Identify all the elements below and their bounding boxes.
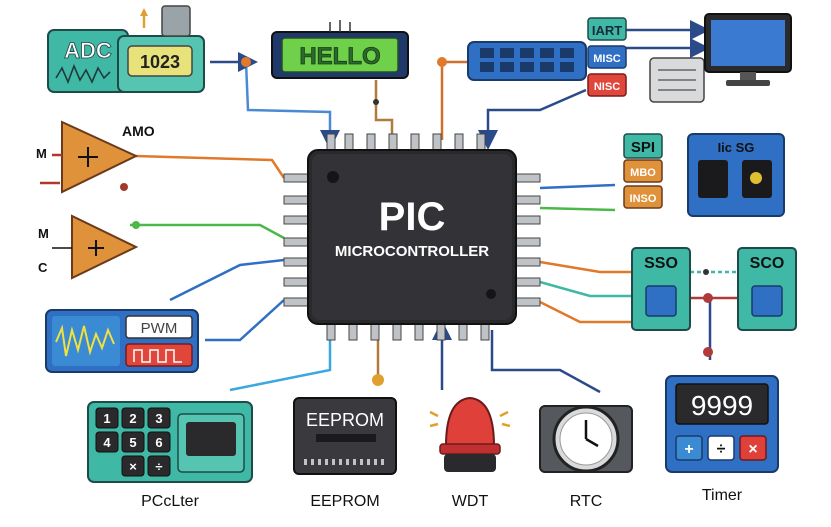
keypad-key-bg	[121, 407, 145, 429]
adc-value: 1023	[140, 52, 180, 72]
eeprom-label: EEPROM	[306, 410, 384, 430]
misc1-label: MISC	[593, 53, 621, 65]
spi-miso-label: INSO	[630, 193, 657, 205]
microcontroller-chip: PIC MICROCONTROLLER	[283, 133, 541, 341]
amp1-input-label: M	[36, 146, 47, 161]
keypad-key: 4	[103, 435, 111, 450]
timer-button-3: ×	[748, 441, 757, 458]
lcd-module: HELLO	[271, 20, 409, 79]
amp2-input-label-2: C	[38, 260, 48, 275]
sso-module: SSO	[631, 247, 691, 331]
wdt-bell-icon: WDT	[429, 396, 511, 510]
keypad-key-bg	[147, 407, 171, 429]
spi-board-label: Iic SG	[718, 140, 755, 155]
chip-subtitle: MICROCONTROLLER	[335, 243, 489, 260]
chip-title: PIC	[379, 195, 446, 239]
sco-module: SCO	[737, 247, 797, 331]
amplifier-2: M C	[38, 214, 139, 280]
computer-monitor-icon	[704, 13, 792, 86]
connection-lines	[130, 20, 740, 394]
keypad-key: ×	[129, 459, 137, 474]
keypad-key-bg	[95, 407, 119, 429]
keypad-key-bg	[147, 431, 171, 453]
pwm-module: PWM	[45, 309, 199, 373]
misc2-label: NISC	[594, 81, 620, 93]
adc-label: ADC	[64, 38, 112, 63]
keypad-caption: PCcLter	[141, 493, 199, 510]
rtc-clock-icon: RTC	[539, 405, 633, 510]
button-panel	[467, 41, 587, 81]
wdt-caption: WDT	[452, 493, 489, 510]
timer-button-1: +	[684, 441, 693, 458]
eeprom-module: EEPROM EEPROM	[293, 397, 397, 510]
keypad-key-bg	[121, 431, 145, 453]
keypad-key: 2	[129, 411, 136, 426]
amp1-label: AMO	[122, 123, 155, 139]
amplifier-1: AMO M	[36, 120, 155, 194]
spi-module: SPI MBO INSO Iic SG	[623, 133, 785, 217]
adc-module: ADC 1023	[47, 5, 205, 93]
pwm-label: PWM	[141, 320, 178, 337]
spi-label: SPI	[631, 139, 655, 156]
sso-label: SSO	[644, 255, 678, 272]
keypad-module: 1 2 3 4 5 6 × ÷ PCcLter	[87, 401, 253, 510]
amp2-input-label-1: M	[38, 226, 49, 241]
keypad-key: 6	[155, 435, 162, 450]
timer-button-2: ÷	[717, 441, 726, 458]
keypad-key-bg	[147, 455, 171, 477]
keypad-key-bg	[95, 431, 119, 453]
sco-label: SCO	[750, 255, 785, 272]
timer-caption: Timer	[702, 487, 743, 504]
rtc-caption: RTC	[570, 493, 603, 510]
lcd-text: HELLO	[299, 43, 380, 70]
comm-module: IART MISC NISC	[587, 17, 705, 103]
keypad-key: 1	[103, 411, 110, 426]
timer-display: 9999	[691, 390, 753, 421]
eeprom-caption: EEPROM	[310, 493, 379, 510]
keypad-keys: 1 2 3 4 5 6 × ÷	[95, 407, 171, 477]
uart-label: IART	[592, 23, 622, 38]
connection-dots	[120, 57, 713, 386]
spi-mosi-label: MBO	[630, 167, 656, 179]
keypad-key: 5	[129, 435, 136, 450]
keypad-key: ÷	[155, 459, 162, 474]
keypad-key: 3	[155, 411, 162, 426]
keypad-key-bg	[121, 455, 145, 477]
timer-module: 9999 + ÷ × Timer	[665, 375, 779, 504]
